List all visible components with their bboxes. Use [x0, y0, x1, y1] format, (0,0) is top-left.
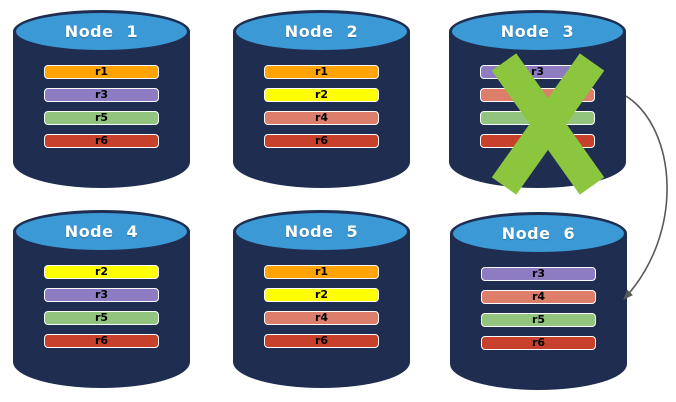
replica-bar: r6 — [264, 134, 379, 148]
node-label: Node 4 — [64, 222, 139, 241]
replica-bar: r5 — [44, 111, 159, 125]
cylinder-body — [233, 231, 410, 388]
cylinder-body — [233, 31, 410, 188]
replica-bar: r3 — [44, 288, 159, 302]
failure-x-icon — [491, 53, 605, 195]
node-6-cylinder: Node 6 r3 r4 r5 r6 — [450, 212, 627, 390]
node-label: Node 5 — [284, 222, 359, 241]
replica-bar: r2 — [264, 88, 379, 102]
replica-bar: r6 — [44, 334, 159, 348]
replica-list: r1 r3 r5 r6 — [44, 65, 159, 148]
replica-bar: r5 — [481, 313, 596, 327]
failover-arrow-path — [623, 95, 668, 300]
cylinder-top: Node 1 — [13, 10, 190, 53]
replica-list: r3 r4 r5 r6 — [481, 267, 596, 350]
cylinder-top: Node 6 — [450, 212, 627, 255]
node-label: Node 6 — [501, 224, 576, 243]
cylinder-top: Node 2 — [233, 10, 410, 53]
replica-bar: r2 — [44, 265, 159, 279]
replica-list: r2 r3 r5 r6 — [44, 265, 159, 348]
replica-list: r1 r2 r4 r6 — [264, 265, 379, 348]
node-4-cylinder: Node 4 r2 r3 r5 r6 — [13, 210, 190, 388]
replica-bar: r3 — [44, 88, 159, 102]
replica-bar: r1 — [264, 65, 379, 79]
node-5-cylinder: Node 5 r1 r2 r4 r6 — [233, 210, 410, 388]
node-2-cylinder: Node 2 r1 r2 r4 r6 — [233, 10, 410, 188]
cylinder-top: Node 5 — [233, 210, 410, 253]
cylinder-body — [13, 31, 190, 188]
replica-bar: r6 — [44, 134, 159, 148]
replica-bar: r4 — [481, 290, 596, 304]
replica-bar: r6 — [264, 334, 379, 348]
replica-bar: r4 — [264, 311, 379, 325]
replica-bar: r1 — [264, 265, 379, 279]
replica-bar: r5 — [44, 311, 159, 325]
cylinder-top: Node 3 — [449, 10, 626, 53]
node-label: Node 3 — [500, 22, 575, 41]
replica-bar: r3 — [481, 267, 596, 281]
node-1-cylinder: Node 1 r1 r3 r5 r6 — [13, 10, 190, 188]
cylinder-body — [13, 231, 190, 388]
cylinder-body — [450, 233, 627, 390]
replica-bar: r6 — [481, 336, 596, 350]
replica-bar: r1 — [44, 65, 159, 79]
replica-bar: r4 — [264, 111, 379, 125]
node-3-cylinder: Node 3 r3 r4 r5 r6 — [449, 10, 626, 195]
replica-list: r1 r2 r4 r6 — [264, 65, 379, 148]
node-label: Node 1 — [64, 22, 139, 41]
cylinder-top: Node 4 — [13, 210, 190, 253]
replica-bar: r2 — [264, 288, 379, 302]
node-label: Node 2 — [284, 22, 359, 41]
